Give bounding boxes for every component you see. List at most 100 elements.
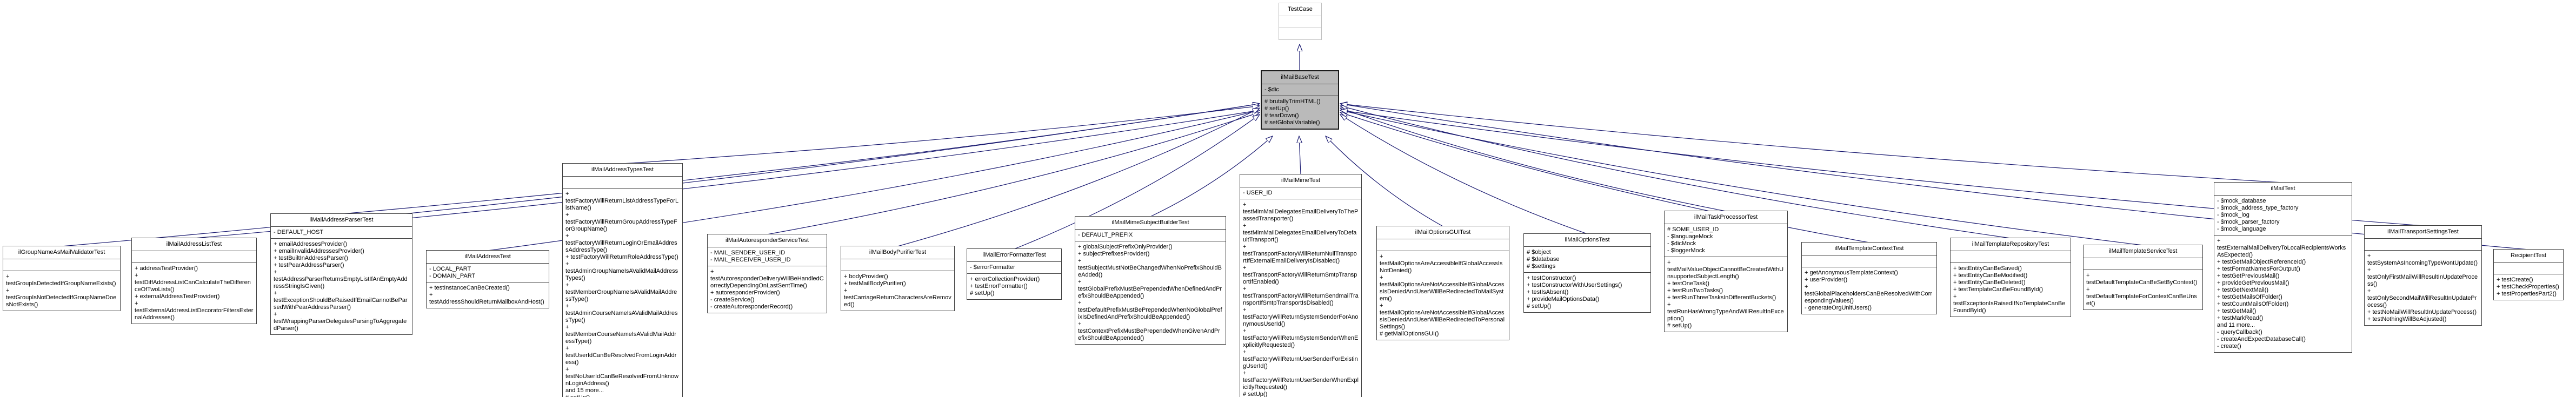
method: + testExternalAddressListDecoratorFilter… [135, 300, 254, 321]
method: + testDiffAddressListCanCalculateTheDiff… [135, 272, 251, 293]
class-attributes: # $object# $database# $settings [1524, 247, 1650, 273]
attribute: # $object [1527, 249, 1551, 255]
class-box-ilmailerrorformattertest[interactable]: ilMailErrorFormatterTest - $errorFormatt… [967, 248, 1062, 300]
class-methods: + testMimMailDelegatesEmailDeliveryToThe… [1240, 199, 1361, 397]
method: + testMimMailDelegatesEmailDeliveryToDef… [1243, 223, 1357, 243]
class-attributes: - DEFAULT_HOST [271, 227, 412, 239]
method: + testAdminCourseNameIsAValidMailAddress… [565, 303, 678, 324]
method: + emailInvalidAddressesProvider() [274, 248, 364, 254]
method: + testFactoryWillReturnRoleAddressType() [565, 254, 678, 260]
attribute: - MAIL_RECEIVER_USER_ID [710, 257, 791, 263]
inheritance-edge [1326, 136, 1443, 227]
class-methods: + emailAddressesProvider()+ emailInvalid… [271, 239, 412, 334]
class-attributes [563, 177, 682, 189]
method: + testFactoryWillReturnSystemSenderForAn… [1243, 307, 1359, 327]
class-attributes [132, 251, 256, 263]
inheritance-edge [1340, 108, 1726, 212]
class-box-ilmailaddresstest[interactable]: ilMailAddressTest - LOCAL_PART- DOMAIN_P… [426, 250, 549, 308]
method: + testContextPrefixMustBePrependedWhenGi… [1078, 321, 1220, 341]
method: + testRunTwoTasks() [1667, 287, 1723, 294]
method: + bodyProvider() [844, 273, 888, 280]
class-box-recipienttest[interactable]: RecipientTest + testCreate()+ testCheckP… [2493, 249, 2564, 300]
class-methods: + addressTestProvider()+ testDiffAddress… [132, 263, 256, 324]
class-box-ilmailmimetest[interactable]: ilMailMimeTest - USER_ID + testMimMailDe… [1240, 174, 1362, 397]
class-box-ilmailtransportsettingstest[interactable]: ilMailTransportSettingsTest + testSystem… [2364, 225, 2482, 326]
method: + testNoUserIdCanBeResolvedFromUnknownLo… [565, 366, 679, 387]
method: + testEntityCanBeSaved() [1953, 265, 2022, 272]
method: + testCreate() [2497, 277, 2533, 283]
class-attributes: - $dic [1262, 84, 1338, 96]
method: + emailAddressesProvider() [274, 241, 348, 247]
class-attributes [841, 259, 954, 271]
method: + testCarriageReturnCharactersAreRemoved… [844, 287, 951, 308]
class-methods: + testAutoresponderDeliveryWillBeHandled… [708, 266, 827, 313]
class-title: ilMailMimeTest [1240, 174, 1361, 187]
method: + testMarkRead() [2217, 315, 2264, 321]
attribute: - DEFAULT_HOST [274, 229, 324, 235]
class-box-ilmailtemplateservicetest[interactable]: ilMailTemplateServiceTest + testDefaultT… [2083, 245, 2203, 310]
method: + testNoMailWillResultInUpdateProcess() [2367, 309, 2477, 315]
class-methods: + getAnonymousTemplateContext()+ userPro… [1802, 267, 1936, 314]
class-box-ilgroupnameasmailvalidatortest[interactable]: ilGroupNameAsMailValidatorTest + testGro… [3, 246, 121, 311]
method: + addressTestProvider() [135, 265, 198, 272]
attribute: - MAIL_SENDER_USER_ID [710, 250, 786, 256]
method: and 15 more... [565, 387, 604, 394]
class-title: ilMailAddressParserTest [271, 214, 412, 227]
method: + testGlobalPlaceholdersCanBeResolvedWit… [1805, 284, 1933, 304]
method: + testMailValueObjectCannotBeCreatedWith… [1667, 259, 1784, 280]
method: + testGetMail() [2217, 308, 2257, 314]
class-methods: + testExternalMailDeliveryToLocalRecipie… [2214, 235, 2352, 352]
class-attributes [1802, 255, 1936, 267]
method: + externalAddressTestProvider() [135, 293, 220, 300]
method: + testNothingWillBeAdjusted() [2367, 316, 2447, 322]
class-attributes: - USER_ID [1240, 187, 1361, 199]
method: + testMailOptionsAreAccessibleIfGlobalAc… [1380, 253, 1503, 274]
method: and 11 more... [2217, 322, 2255, 328]
class-box-ilmailoptionstest[interactable]: ilMailOptionsTest # $object# $database# … [1523, 233, 1651, 313]
class-title: ilMailTest [2214, 183, 2352, 196]
method: + testAutoresponderDeliveryWillBeHandled… [710, 268, 824, 289]
class-title: ilMailAddressListTest [132, 238, 256, 251]
method: + testExternalMailDeliveryToLocalRecipie… [2217, 238, 2346, 258]
method: + testBuiltInAddressParser() [274, 255, 348, 261]
attribute: # SOME_USER_ID [1667, 226, 1719, 233]
method: - generateOrgUnitUsers() [1805, 305, 1872, 311]
attribute: - DEFAULT_PREFIX [1078, 232, 1133, 238]
class-box-ilmailmimesubjectbuildertest[interactable]: ilMailMimeSubjectBuilderTest - DEFAULT_P… [1075, 216, 1226, 345]
attribute: - $mock_database [2217, 198, 2266, 204]
method: # tearDown() [1264, 112, 1299, 119]
class-box-ilmailtaskprocessortest[interactable]: ilMailTaskProcessorTest # SOME_USER_ID- … [1664, 211, 1788, 332]
method: + testPearAddressParser() [274, 262, 344, 268]
class-box-ilmailaddresslisttest[interactable]: ilMailAddressListTest + addressTestProvi… [131, 238, 257, 324]
class-title: TestCase [1279, 3, 1321, 16]
attribute: # $database [1527, 256, 1560, 263]
class-title: ilMailBodyPurifierTest [841, 246, 954, 259]
class-box-ilmailtemplatecontexttest[interactable]: ilMailTemplateContextTest + getAnonymous… [1801, 242, 1937, 314]
class-box-ilmailaddresstypestest[interactable]: ilMailAddressTypesTest + testFactoryWill… [562, 163, 683, 397]
class-methods: + testConstructor()+ testConstructorWith… [1524, 273, 1650, 312]
method: + testEntityCanBeModified() [1953, 272, 2028, 279]
method: - queryCallback() [2217, 329, 2262, 335]
method: # brutallyTrimHTML() [1264, 98, 1321, 105]
class-attributes [2494, 263, 2563, 274]
class-box-ilmailaddressparsertest[interactable]: ilMailAddressParserTest - DEFAULT_HOST +… [270, 213, 412, 335]
method: + testDefaultTemplateForContextCanBeUnse… [2086, 286, 2197, 307]
class-title: ilMailOptionsTest [1524, 234, 1650, 247]
class-attributes: - DEFAULT_PREFIX [1075, 230, 1226, 241]
method: + testPropertiesPart2() [2497, 291, 2557, 297]
method: + testMemberGroupNameIsAValidMailAddress… [565, 282, 677, 302]
class-box-ilmailbasetest[interactable]: ilMailBaseTest - $dic # brutallyTrimHTML… [1261, 70, 1339, 130]
method: # setUp() [565, 394, 680, 397]
class-title: ilMailErrorFormatterTest [967, 249, 1061, 262]
class-attributes [3, 259, 120, 271]
class-box-ilmailtest[interactable]: ilMailTest - $mock_database- $mock_addre… [2214, 182, 2352, 353]
attribute: - LOCAL_PART [429, 266, 471, 272]
class-box-ilmailoptionsguitest[interactable]: ilMailOptionsGUITest + testMailOptionsAr… [1376, 226, 1509, 340]
class-box-ilmailtemplaterepositorytest[interactable]: ilMailTemplateRepositoryTest + testEntit… [1950, 238, 2071, 317]
method: + testGlobalPrefixMustBePrependedWhenDef… [1078, 279, 1222, 299]
class-title: ilMailTemplateRepositoryTest [1951, 238, 2071, 251]
class-box-ilmailautoresponderservicetest[interactable]: ilMailAutoresponderServiceTest - MAIL_SE… [707, 234, 827, 313]
class-box-testcase[interactable]: TestCase [1279, 3, 1322, 40]
class-box-ilmailbodypurifiertest[interactable]: ilMailBodyPurifierTest + bodyProvider() +… [841, 246, 955, 311]
